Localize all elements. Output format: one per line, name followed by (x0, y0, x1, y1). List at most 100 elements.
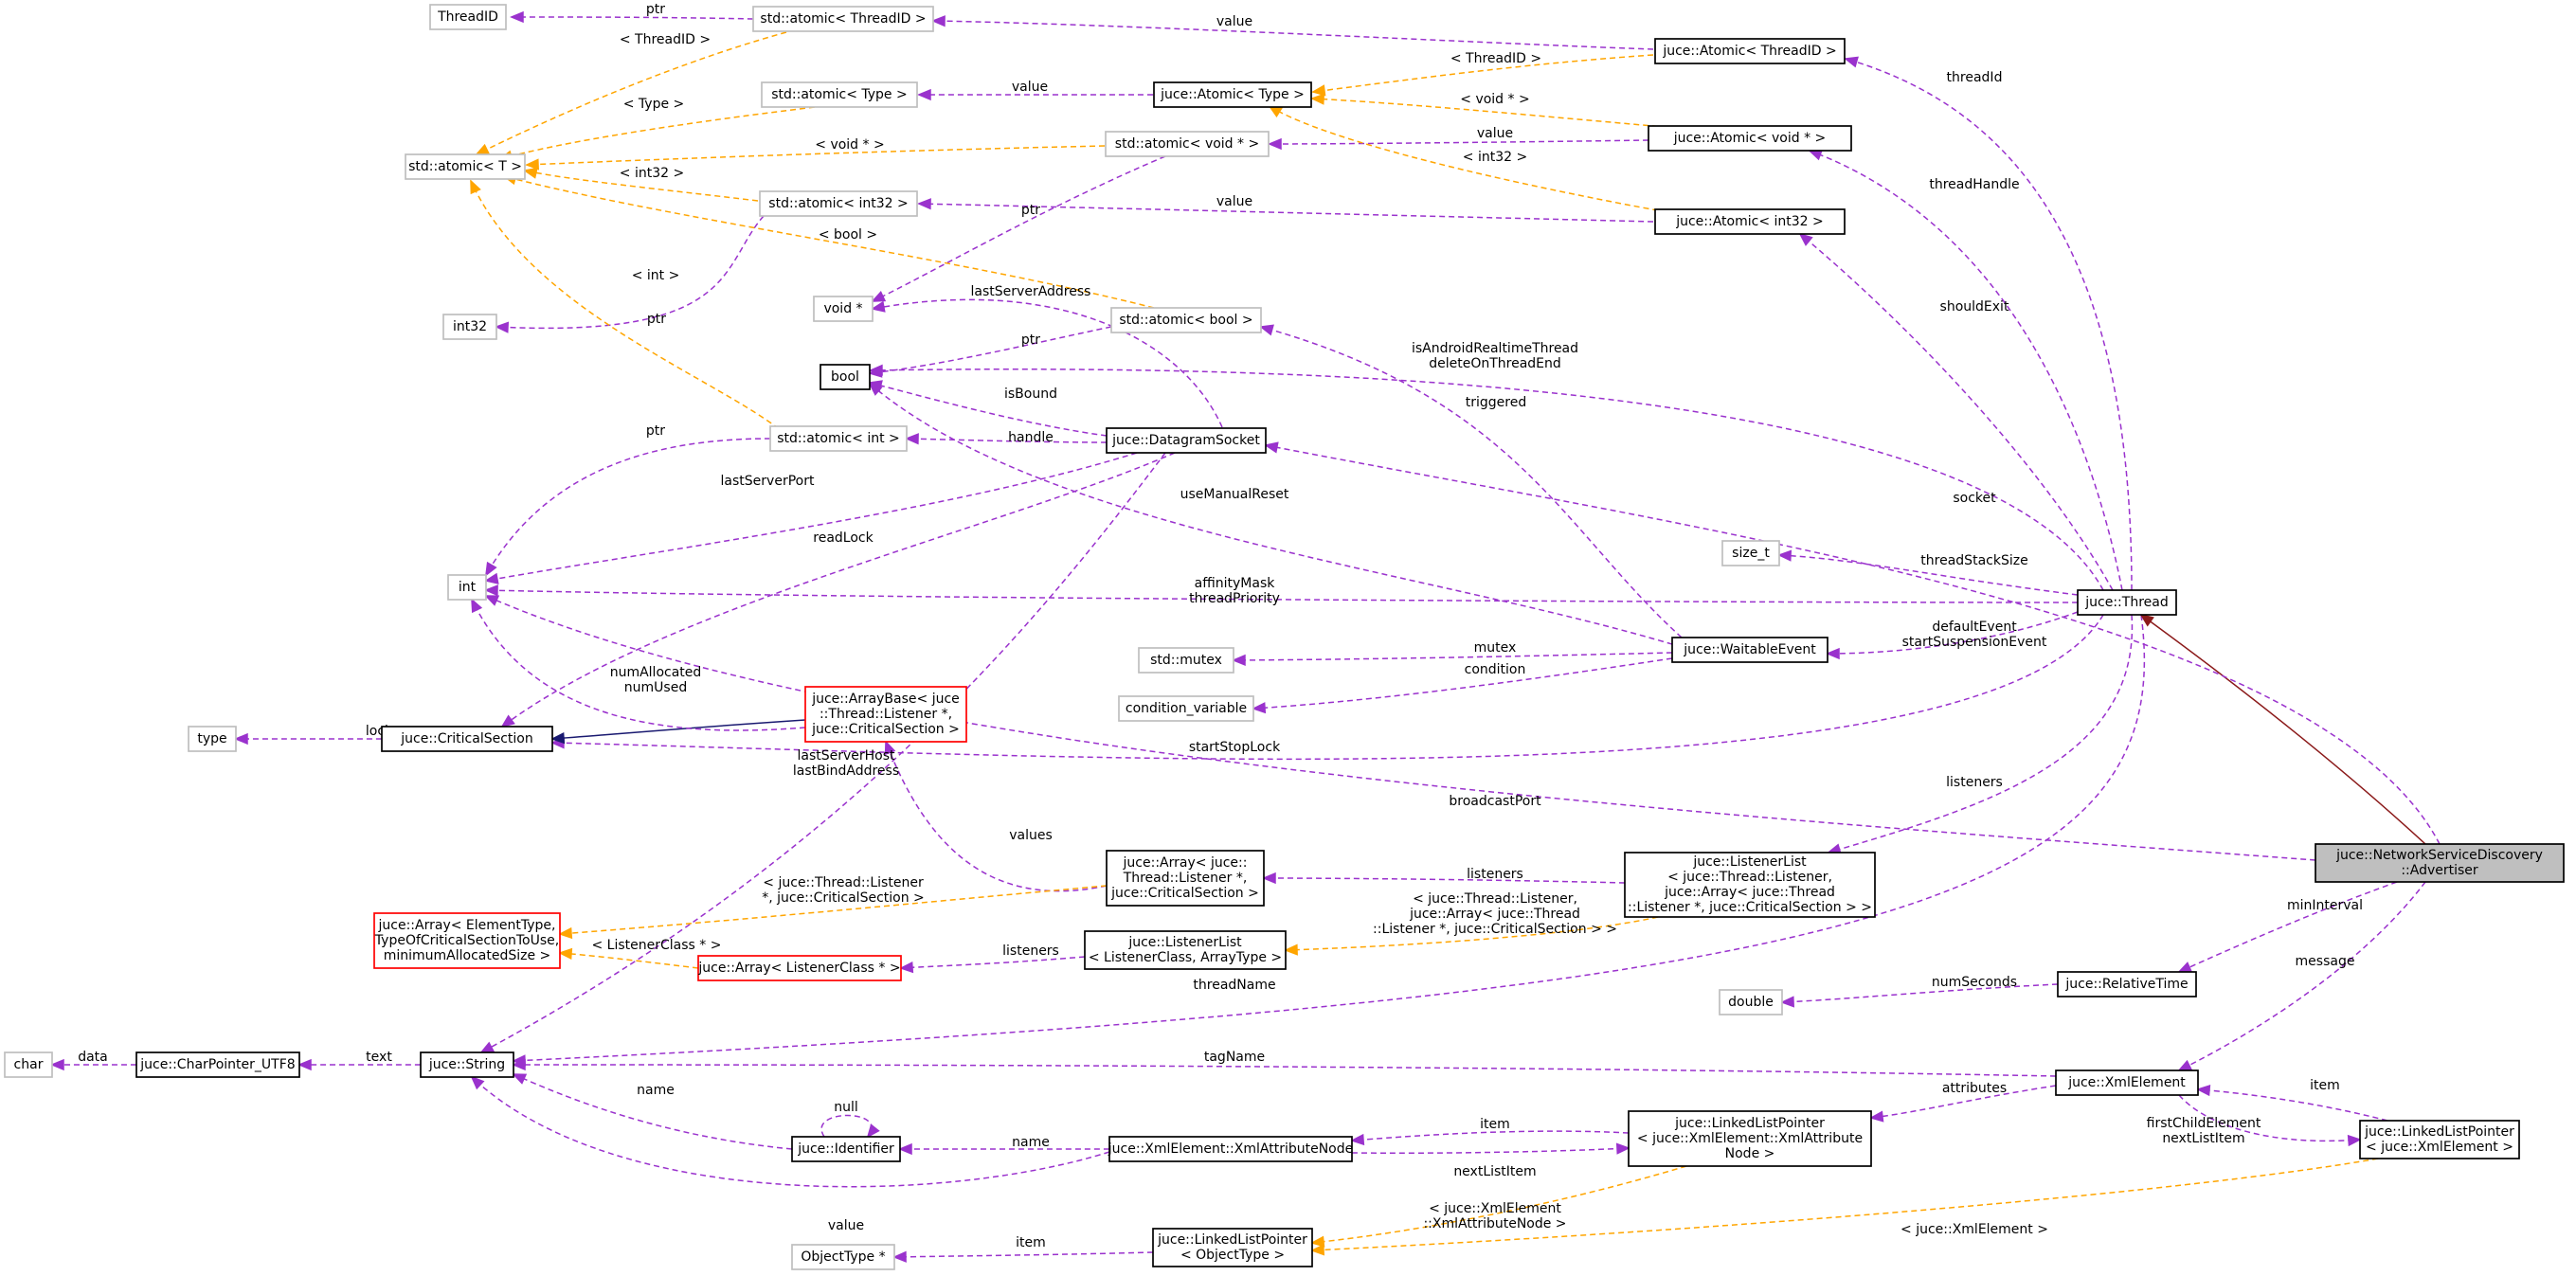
edge-arrowhead (1310, 1244, 1325, 1256)
node-arr_lc[interactable]: juce::Array< ListenerClass * > (697, 955, 902, 981)
edge-e35 (1259, 324, 1683, 638)
node-box (1654, 38, 1846, 64)
node-waitev[interactable]: juce::WaitableEvent (1671, 637, 1828, 663)
node-string[interactable]: juce::String (420, 1051, 514, 1078)
node-mutex[interactable]: std::mutex (1138, 647, 1234, 674)
node-sa_voidp[interactable]: std::atomic< void * > (1105, 131, 1270, 157)
edge-arrowhead (931, 15, 946, 27)
edge-arrowhead (871, 291, 887, 302)
node-sa_t[interactable]: std::atomic< T > (405, 153, 526, 180)
node-threadid[interactable]: ThreadID (429, 4, 507, 30)
node-label: juce::XmlElement::XmlAttributeNode (1108, 1141, 1354, 1157)
edge-line (870, 368, 2104, 591)
node-size_t[interactable]: size_t (1721, 540, 1780, 566)
node-box (1153, 81, 1312, 108)
node-label: char (14, 1057, 44, 1072)
node-int32[interactable]: int32 (442, 314, 497, 340)
node-label: std::atomic< int > (777, 431, 900, 446)
node-label: minimumAllocatedSize > (384, 948, 551, 963)
edge-label: < int32 > (620, 166, 684, 181)
edge-label: numSeconds (1932, 975, 2017, 990)
edge-e6 (498, 106, 816, 162)
edge-line (471, 599, 806, 731)
node-label: juce::LinkedListPointer (1157, 1232, 1307, 1248)
node-listenerlist[interactable]: juce::ListenerList< juce::Thread::Listen… (1624, 852, 1876, 918)
edge-arrowhead (1310, 1235, 1325, 1248)
node-sa_tid[interactable]: std::atomic< ThreadID > (752, 6, 934, 32)
node-objtype[interactable]: ObjectType * (791, 1244, 895, 1270)
edge-label: isAndroidRealtimeThread (1412, 341, 1578, 356)
node-bool[interactable]: bool (820, 364, 871, 390)
node-sa_int32[interactable]: std::atomic< int32 > (759, 190, 918, 217)
node-label: juce::Array< juce::Thread (1664, 885, 1835, 900)
node-label: std::atomic< bool > (1119, 313, 1252, 328)
node-xmlel[interactable]: juce::XmlElement (2055, 1069, 2199, 1096)
node-ja_tid[interactable]: juce::Atomic< ThreadID > (1654, 38, 1846, 64)
node-int[interactable]: int (447, 574, 487, 601)
edge-e2 (931, 15, 1654, 50)
edge-line (2197, 1088, 2388, 1122)
edge-arrowhead (1268, 137, 1282, 151)
edge-e43 (1264, 441, 2441, 845)
node-llp_attr[interactable]: juce::LinkedListPointer< juce::XmlElemen… (1628, 1110, 1872, 1167)
edge-arrowhead (1798, 232, 1813, 246)
node-sa_type[interactable]: std::atomic< Type > (761, 81, 918, 108)
edge-e33 (1827, 614, 2134, 855)
node-voidp[interactable]: void * (813, 296, 874, 322)
node-condvar[interactable]: condition_variable (1118, 695, 1254, 722)
node-box (2359, 1120, 2520, 1159)
edge-label: text (366, 1050, 392, 1065)
edge-line (1827, 611, 2079, 655)
edge-e68 (892, 1250, 1154, 1263)
node-sa_bool[interactable]: std::atomic< bool > (1110, 307, 1262, 333)
node-ll_generic[interactable]: juce::ListenerList< ListenerClass, Array… (1084, 930, 1287, 970)
edge-label: attributes (1942, 1081, 2007, 1096)
node-ja_voidp[interactable]: juce::Atomic< void * > (1648, 125, 1852, 152)
edge-e47 (884, 740, 1108, 892)
node-label: < juce::XmlElement > (2366, 1140, 2513, 1155)
edge-e67 (1310, 1158, 2379, 1256)
edge-line (1311, 1165, 1687, 1244)
edge-arrowhead (866, 1123, 880, 1139)
node-box (381, 726, 553, 752)
edge-line (1870, 1085, 2057, 1119)
node-arr_elem[interactable]: juce::Array< ElementType, TypeOfCritical… (373, 912, 561, 969)
edge-label: null (834, 1100, 858, 1115)
node-cp_utf8[interactable]: juce::CharPointer_UTF8 (135, 1051, 300, 1078)
node-llp_obj[interactable]: juce::LinkedListPointer< ObjectType > (1152, 1228, 1313, 1267)
edge-line (1285, 916, 1659, 951)
edge-arrowhead (898, 1142, 912, 1156)
edge-line (511, 16, 754, 20)
node-ja_int32[interactable]: juce::Atomic< int32 > (1654, 208, 1846, 235)
node-box (1628, 1110, 1872, 1167)
node-label: juce::Atomic< int32 > (1675, 214, 1824, 229)
edge-label: value (1012, 80, 1048, 95)
node-sa_int[interactable]: std::atomic< int > (769, 425, 908, 452)
node-label: juce::Atomic< Type > (1160, 87, 1305, 102)
node-ja_type[interactable]: juce::Atomic< Type > (1153, 81, 1312, 108)
edge-label: < void * > (1460, 92, 1529, 107)
edge-label: lastBindAddress (793, 764, 899, 779)
edge-arrowhead (2177, 961, 2193, 973)
node-dgram[interactable]: juce::DatagramSocket (1106, 427, 1267, 454)
node-label: bool (831, 369, 859, 385)
edge-label: startSuspensionEvent (1902, 635, 2047, 650)
node-nsd[interactable]: juce::NetworkServiceDiscovery::Advertise… (2315, 843, 2565, 883)
node-identifier[interactable]: juce::Identifier (791, 1136, 901, 1162)
edge-arrowhead (512, 1073, 528, 1085)
node-thread[interactable]: juce::Thread (2077, 589, 2177, 616)
node-type[interactable]: type (188, 726, 237, 752)
edge-label: numAllocated (610, 665, 702, 680)
node-critsec[interactable]: juce::CriticalSection (381, 726, 553, 752)
edge-line (559, 885, 1108, 935)
edge-line (869, 326, 1112, 374)
node-xml_attr[interactable]: juce::XmlElement::XmlAttributeNode (1108, 1136, 1354, 1162)
node-char[interactable]: char (4, 1051, 53, 1078)
node-arraybase[interactable]: juce::ArrayBase< juce::Thread::Listener … (804, 686, 967, 743)
edge-e16 (470, 179, 787, 436)
node-reltime[interactable]: juce::RelativeTime (2057, 971, 2197, 997)
node-arr_listener[interactable]: juce::Array< juce::Thread::Listener *, j… (1106, 850, 1265, 907)
node-double[interactable]: double (1719, 989, 1783, 1015)
node-llp_xml[interactable]: juce::LinkedListPointer< juce::XmlElemen… (2359, 1120, 2520, 1159)
edge-arrowhead (2177, 1059, 2193, 1071)
